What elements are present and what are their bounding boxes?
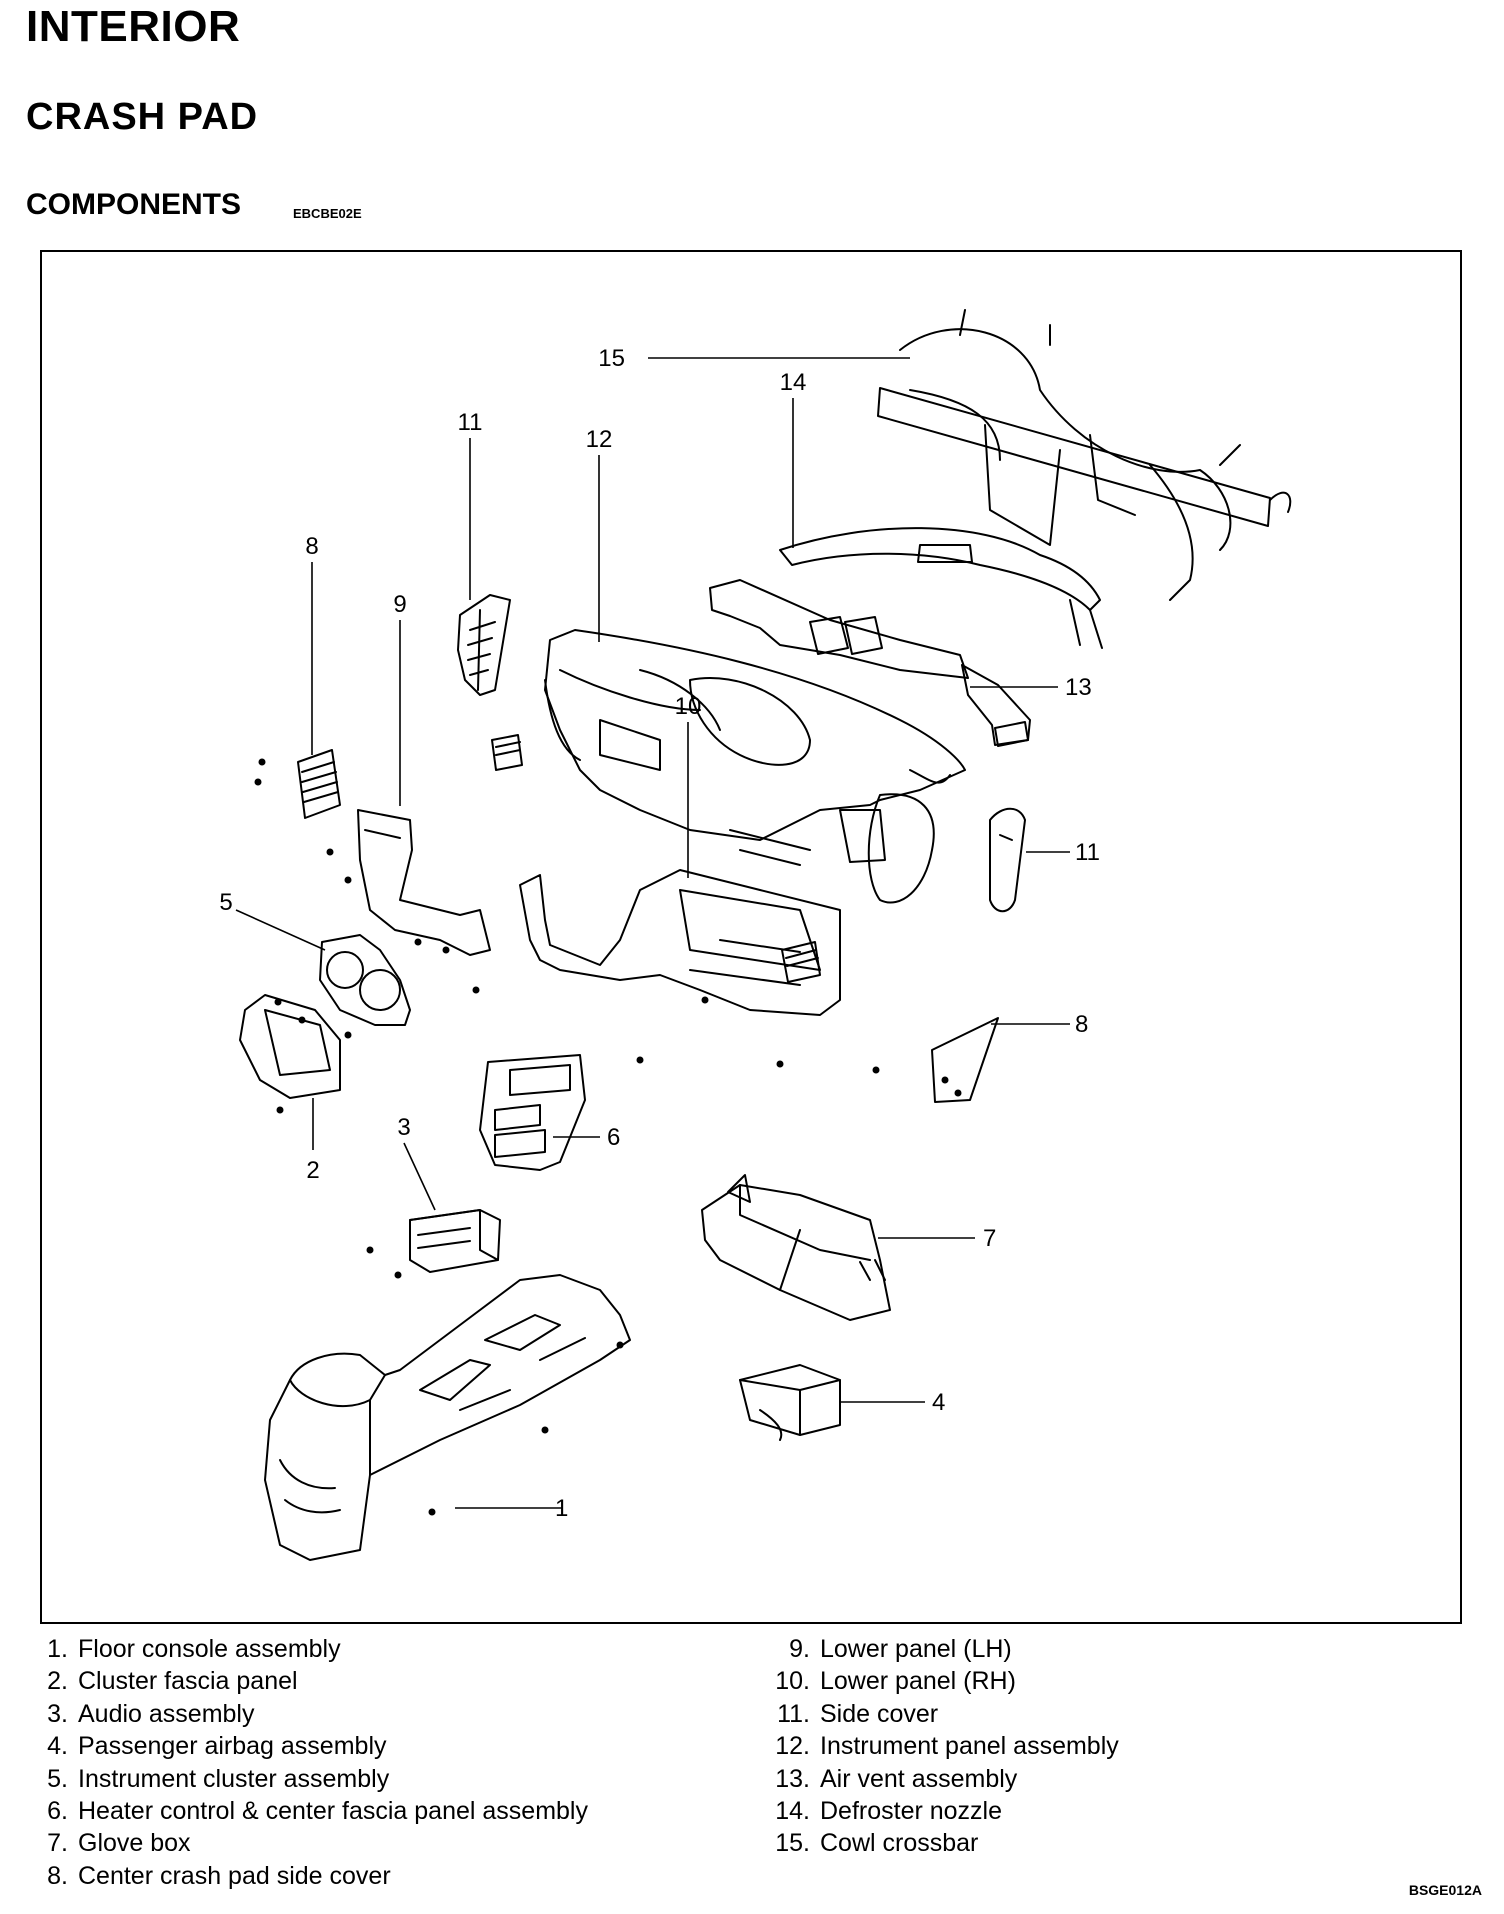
passenger-airbag-assembly: [739, 1364, 841, 1441]
callout-8-upper: 8: [305, 533, 318, 560]
callout-2: 2: [306, 1157, 319, 1184]
legend-number: 8.: [47, 1861, 68, 1890]
legend-left: 1. Floor console assembly 2. Cluster fasci…: [30, 1633, 588, 1892]
leader-lines: [235, 357, 1070, 1509]
heater-control-center-fascia-panel: [479, 1054, 586, 1171]
legend-item: 7. Glove box: [30, 1827, 588, 1859]
legend-right: 9. Lower panel (LH) 10. Lower panel (RH) 1…: [760, 1633, 1119, 1860]
callout-8-lower: 8: [1075, 1011, 1088, 1038]
legend-item: 8. Center crash pad side cover: [30, 1860, 588, 1892]
legend-number: 9.: [789, 1635, 810, 1663]
legend-label: Lower panel (LH): [820, 1635, 1012, 1663]
instrument-cluster-assembly: [319, 934, 411, 1026]
cluster-fascia-panel: [239, 994, 341, 1099]
legend-number: 11.: [777, 1699, 810, 1728]
callout-11-upper: 11: [458, 409, 483, 436]
legend-number: 7.: [47, 1829, 68, 1858]
legend-item: 4. Passenger airbag assembly: [30, 1730, 588, 1762]
legend-number: 12.: [775, 1732, 810, 1761]
legend-label: Cluster fascia panel: [78, 1667, 298, 1696]
callout-7: 7: [983, 1225, 996, 1252]
glove-box: [701, 1174, 891, 1321]
side-cover-left: [457, 594, 511, 696]
instrument-panel-assembly: [544, 629, 966, 904]
components-diagram: 15 14 11 12 13 8 9 10 11 5 8 6 2 3 7 4 1: [40, 250, 1462, 1624]
callout-3: 3: [397, 1114, 410, 1141]
legend-number: 10.: [775, 1667, 810, 1696]
legend-number: 5.: [47, 1764, 68, 1793]
legend-label: Defroster nozzle: [820, 1796, 1003, 1825]
center-crash-pad-side-cover-left: [297, 749, 341, 819]
callout-5: 5: [219, 889, 232, 916]
callout-12: 12: [586, 426, 613, 453]
callout-9: 9: [393, 591, 406, 618]
callout-11-lower: 11: [1075, 839, 1100, 866]
callout-1: 1: [555, 1495, 568, 1522]
legend-number: 4.: [47, 1732, 68, 1761]
legend-item: 11. Side cover: [760, 1698, 1119, 1730]
passenger-air-vent: [781, 941, 821, 983]
legend-label: Side cover: [820, 1699, 939, 1728]
legend-number: 13.: [775, 1764, 810, 1793]
legend-item: 1. Floor console assembly: [30, 1633, 588, 1665]
legend-label: Glove box: [78, 1829, 191, 1858]
legend-item: 5. Instrument cluster assembly: [30, 1763, 588, 1795]
legend-number: 1.: [47, 1635, 68, 1663]
legend-number: 6.: [47, 1796, 68, 1825]
figure-code: BSGE012A: [1408, 1882, 1482, 1898]
subsection-title: CRASH PAD: [26, 96, 259, 138]
legend-label: Instrument cluster assembly: [78, 1764, 390, 1793]
callout-4: 4: [932, 1389, 945, 1416]
legend-number: 2.: [47, 1667, 68, 1696]
legend-item: 3. Audio assembly: [30, 1698, 588, 1730]
cowl-crossbar: [877, 309, 1292, 601]
callout-10: 10: [675, 693, 702, 720]
section-title: INTERIOR: [26, 2, 241, 51]
legend-number: 3.: [47, 1699, 68, 1728]
legend-label: Instrument panel assembly: [820, 1732, 1119, 1761]
legend-label: Lower panel (RH): [820, 1667, 1016, 1696]
center-air-vent: [491, 734, 523, 771]
audio-assembly: [409, 1209, 501, 1273]
legend-label: Center crash pad side cover: [78, 1861, 391, 1890]
section-code: EBCBE02E: [293, 206, 362, 221]
callout-6: 6: [607, 1124, 620, 1151]
legend-item: 14. Defroster nozzle: [760, 1795, 1119, 1827]
legend-number: 14.: [775, 1796, 810, 1825]
callout-14: 14: [780, 369, 807, 396]
legend-item: 13. Air vent assembly: [760, 1763, 1119, 1795]
legend-label: Air vent assembly: [820, 1764, 1018, 1793]
legend-label: Passenger airbag assembly: [78, 1732, 387, 1761]
legend-label: Cowl crossbar: [820, 1829, 979, 1858]
center-crash-pad-side-cover-right: [931, 1017, 999, 1103]
legend-label: Floor console assembly: [78, 1635, 341, 1663]
legend-item: 15. Cowl crossbar: [760, 1827, 1119, 1859]
callout-15: 15: [598, 345, 625, 372]
legend-label: Audio assembly: [78, 1699, 255, 1728]
legend-label: Heater control & center fascia panel ass…: [78, 1796, 588, 1825]
components-heading: COMPONENTS: [26, 188, 242, 221]
floor-console-assembly: [264, 1274, 631, 1561]
fasteners: [254, 758, 962, 1516]
legend-item: 12. Instrument panel assembly: [760, 1730, 1119, 1762]
callout-13: 13: [1065, 674, 1092, 701]
legend-item: 2. Cluster fascia panel: [30, 1665, 588, 1697]
side-cover-right: [989, 807, 1026, 913]
legend-item: 9. Lower panel (LH): [760, 1633, 1119, 1665]
air-vent-assembly: [709, 579, 1031, 747]
diagram-frame: [40, 250, 1462, 1624]
lower-panel-lh: [357, 809, 491, 956]
legend-number: 15.: [775, 1829, 810, 1858]
legend-item: 10. Lower panel (RH): [760, 1665, 1119, 1697]
defroster-nozzle: [779, 527, 1103, 649]
legend-item: 6. Heater control & center fascia panel a…: [30, 1795, 588, 1827]
lower-panel-rh: [519, 869, 841, 1016]
